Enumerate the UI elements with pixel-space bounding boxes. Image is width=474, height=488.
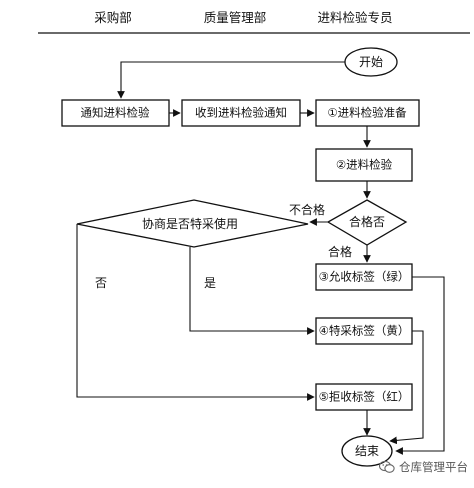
edge-accept-to-end xyxy=(395,276,445,455)
accept-box xyxy=(315,263,413,291)
reject-box xyxy=(315,383,413,411)
edge-no-to-reject xyxy=(76,224,315,401)
edge-yes-to-special xyxy=(189,247,315,335)
prepare-box xyxy=(315,99,420,127)
receive-label: 收到进料检验通知 xyxy=(195,105,287,120)
watermark: 仓库管理平台 xyxy=(379,459,468,475)
end-node xyxy=(341,435,393,467)
end-label: 结束 xyxy=(354,444,380,458)
inspect-label: ②进料检验 xyxy=(335,157,393,172)
qualified-decision-label: 合格否 xyxy=(348,215,386,229)
qualified-label: 合格 xyxy=(327,245,353,259)
special-box xyxy=(315,317,413,345)
unqualified-label: 不合格 xyxy=(288,203,326,217)
no-label: 否 xyxy=(94,276,108,290)
inspect-box xyxy=(315,148,413,182)
start-label: 开始 xyxy=(358,55,384,69)
prepare-label: ①进料检验准备 xyxy=(327,105,407,120)
lane-purchasing: 采购部 xyxy=(94,9,132,25)
special-label: ④特采标签（黄） xyxy=(318,323,410,338)
lane-quality: 质量管理部 xyxy=(203,9,267,25)
lane-inspector: 进料检验专员 xyxy=(317,9,393,25)
accept-label: ③允收标签（绿） xyxy=(318,269,410,284)
wechat-icon xyxy=(379,460,395,474)
yes-label: 是 xyxy=(203,276,217,290)
notify-box xyxy=(61,99,170,127)
edge-start-to-notify xyxy=(117,61,345,99)
watermark-text: 仓库管理平台 xyxy=(399,460,468,474)
negotiate-label: 协商是否特采使用 xyxy=(141,217,239,231)
notify-label: 通知进料检验 xyxy=(80,105,150,120)
negotiate-decision xyxy=(76,199,309,248)
edge-special-to-end xyxy=(389,330,424,445)
reject-label: ⑤拒收标签（红） xyxy=(318,389,410,404)
